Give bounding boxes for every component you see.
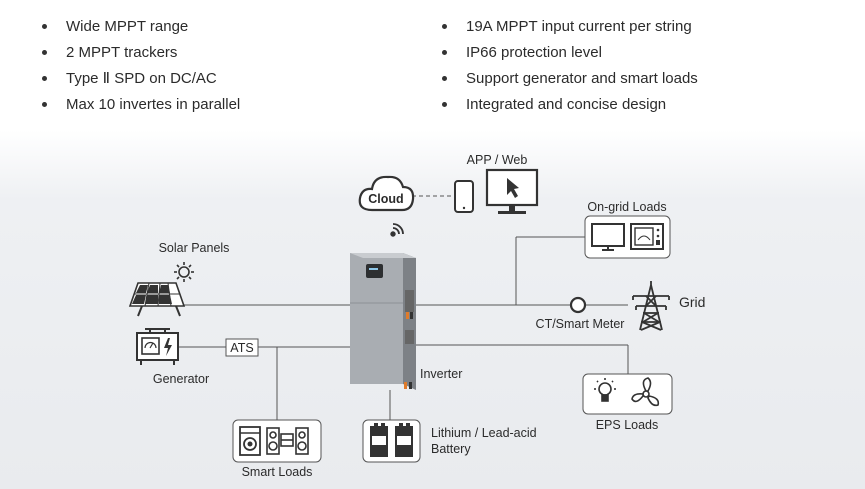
tv-icon (591, 223, 625, 251)
feature-list-right: 19A MPPT input current per string IP66 p… (440, 14, 698, 118)
feature-item: Type Ⅱ SPD on DC/AC (40, 66, 240, 92)
sun-icon (174, 262, 194, 282)
battery-label-line1: Lithium / Lead-acid (431, 426, 537, 440)
ct-meter-icon (569, 296, 587, 314)
inverter-icon (350, 253, 416, 390)
solar-panels-label: Solar Panels (159, 241, 230, 255)
cloud-icon: Cloud (358, 175, 415, 212)
feature-list-left: Wide MPPT range 2 MPPT trackers Type Ⅱ S… (40, 14, 240, 118)
bolt-icon (164, 338, 172, 356)
ats-box: ATS (225, 338, 259, 357)
feature-item: Wide MPPT range (40, 14, 240, 40)
microwave-icon (630, 223, 664, 250)
smart-loads-label: Smart Loads (242, 465, 313, 479)
fan-icon (631, 377, 660, 407)
connection-lines (178, 195, 629, 420)
monitor-icon (485, 168, 539, 214)
lightbulb-icon (594, 378, 616, 402)
washing-machine-icon (239, 426, 261, 456)
ct-meter-label: CT/Smart Meter (536, 317, 625, 331)
eps-loads-label: EPS Loads (596, 418, 659, 432)
feature-item: Integrated and concise design (440, 92, 698, 118)
feature-item: 2 MPPT trackers (40, 40, 240, 66)
feature-item: IP66 protection level (440, 40, 698, 66)
feature-item: Max 10 invertes in parallel (40, 92, 240, 118)
stereo-icon (280, 433, 294, 447)
generator-icon (136, 328, 179, 365)
feature-item: 19A MPPT input current per string (440, 14, 698, 40)
inverter-display (366, 264, 383, 278)
generator-label: Generator (153, 372, 209, 386)
eps-loads-icon (582, 373, 673, 415)
smart-loads-icon (232, 419, 322, 463)
ats-label: ATS (230, 341, 253, 355)
grid-label: Grid (679, 294, 705, 310)
inverter-label: Inverter (420, 367, 462, 381)
cursor-icon (507, 178, 519, 198)
pylon-icon (632, 281, 670, 331)
cloud-label: Cloud (368, 192, 403, 206)
solar-panel-icon (128, 282, 186, 317)
on-grid-loads-icon (584, 215, 671, 259)
speaker-icon (295, 427, 309, 455)
on-grid-loads-label: On-grid Loads (587, 200, 666, 214)
battery-icon (362, 419, 421, 463)
feature-item: Support generator and smart loads (440, 66, 698, 92)
app-web-label: APP / Web (467, 153, 528, 167)
speaker-icon (266, 427, 280, 455)
battery-label-line2: Battery (431, 442, 471, 456)
phone-icon (454, 180, 474, 213)
wifi-icon (390, 223, 404, 237)
